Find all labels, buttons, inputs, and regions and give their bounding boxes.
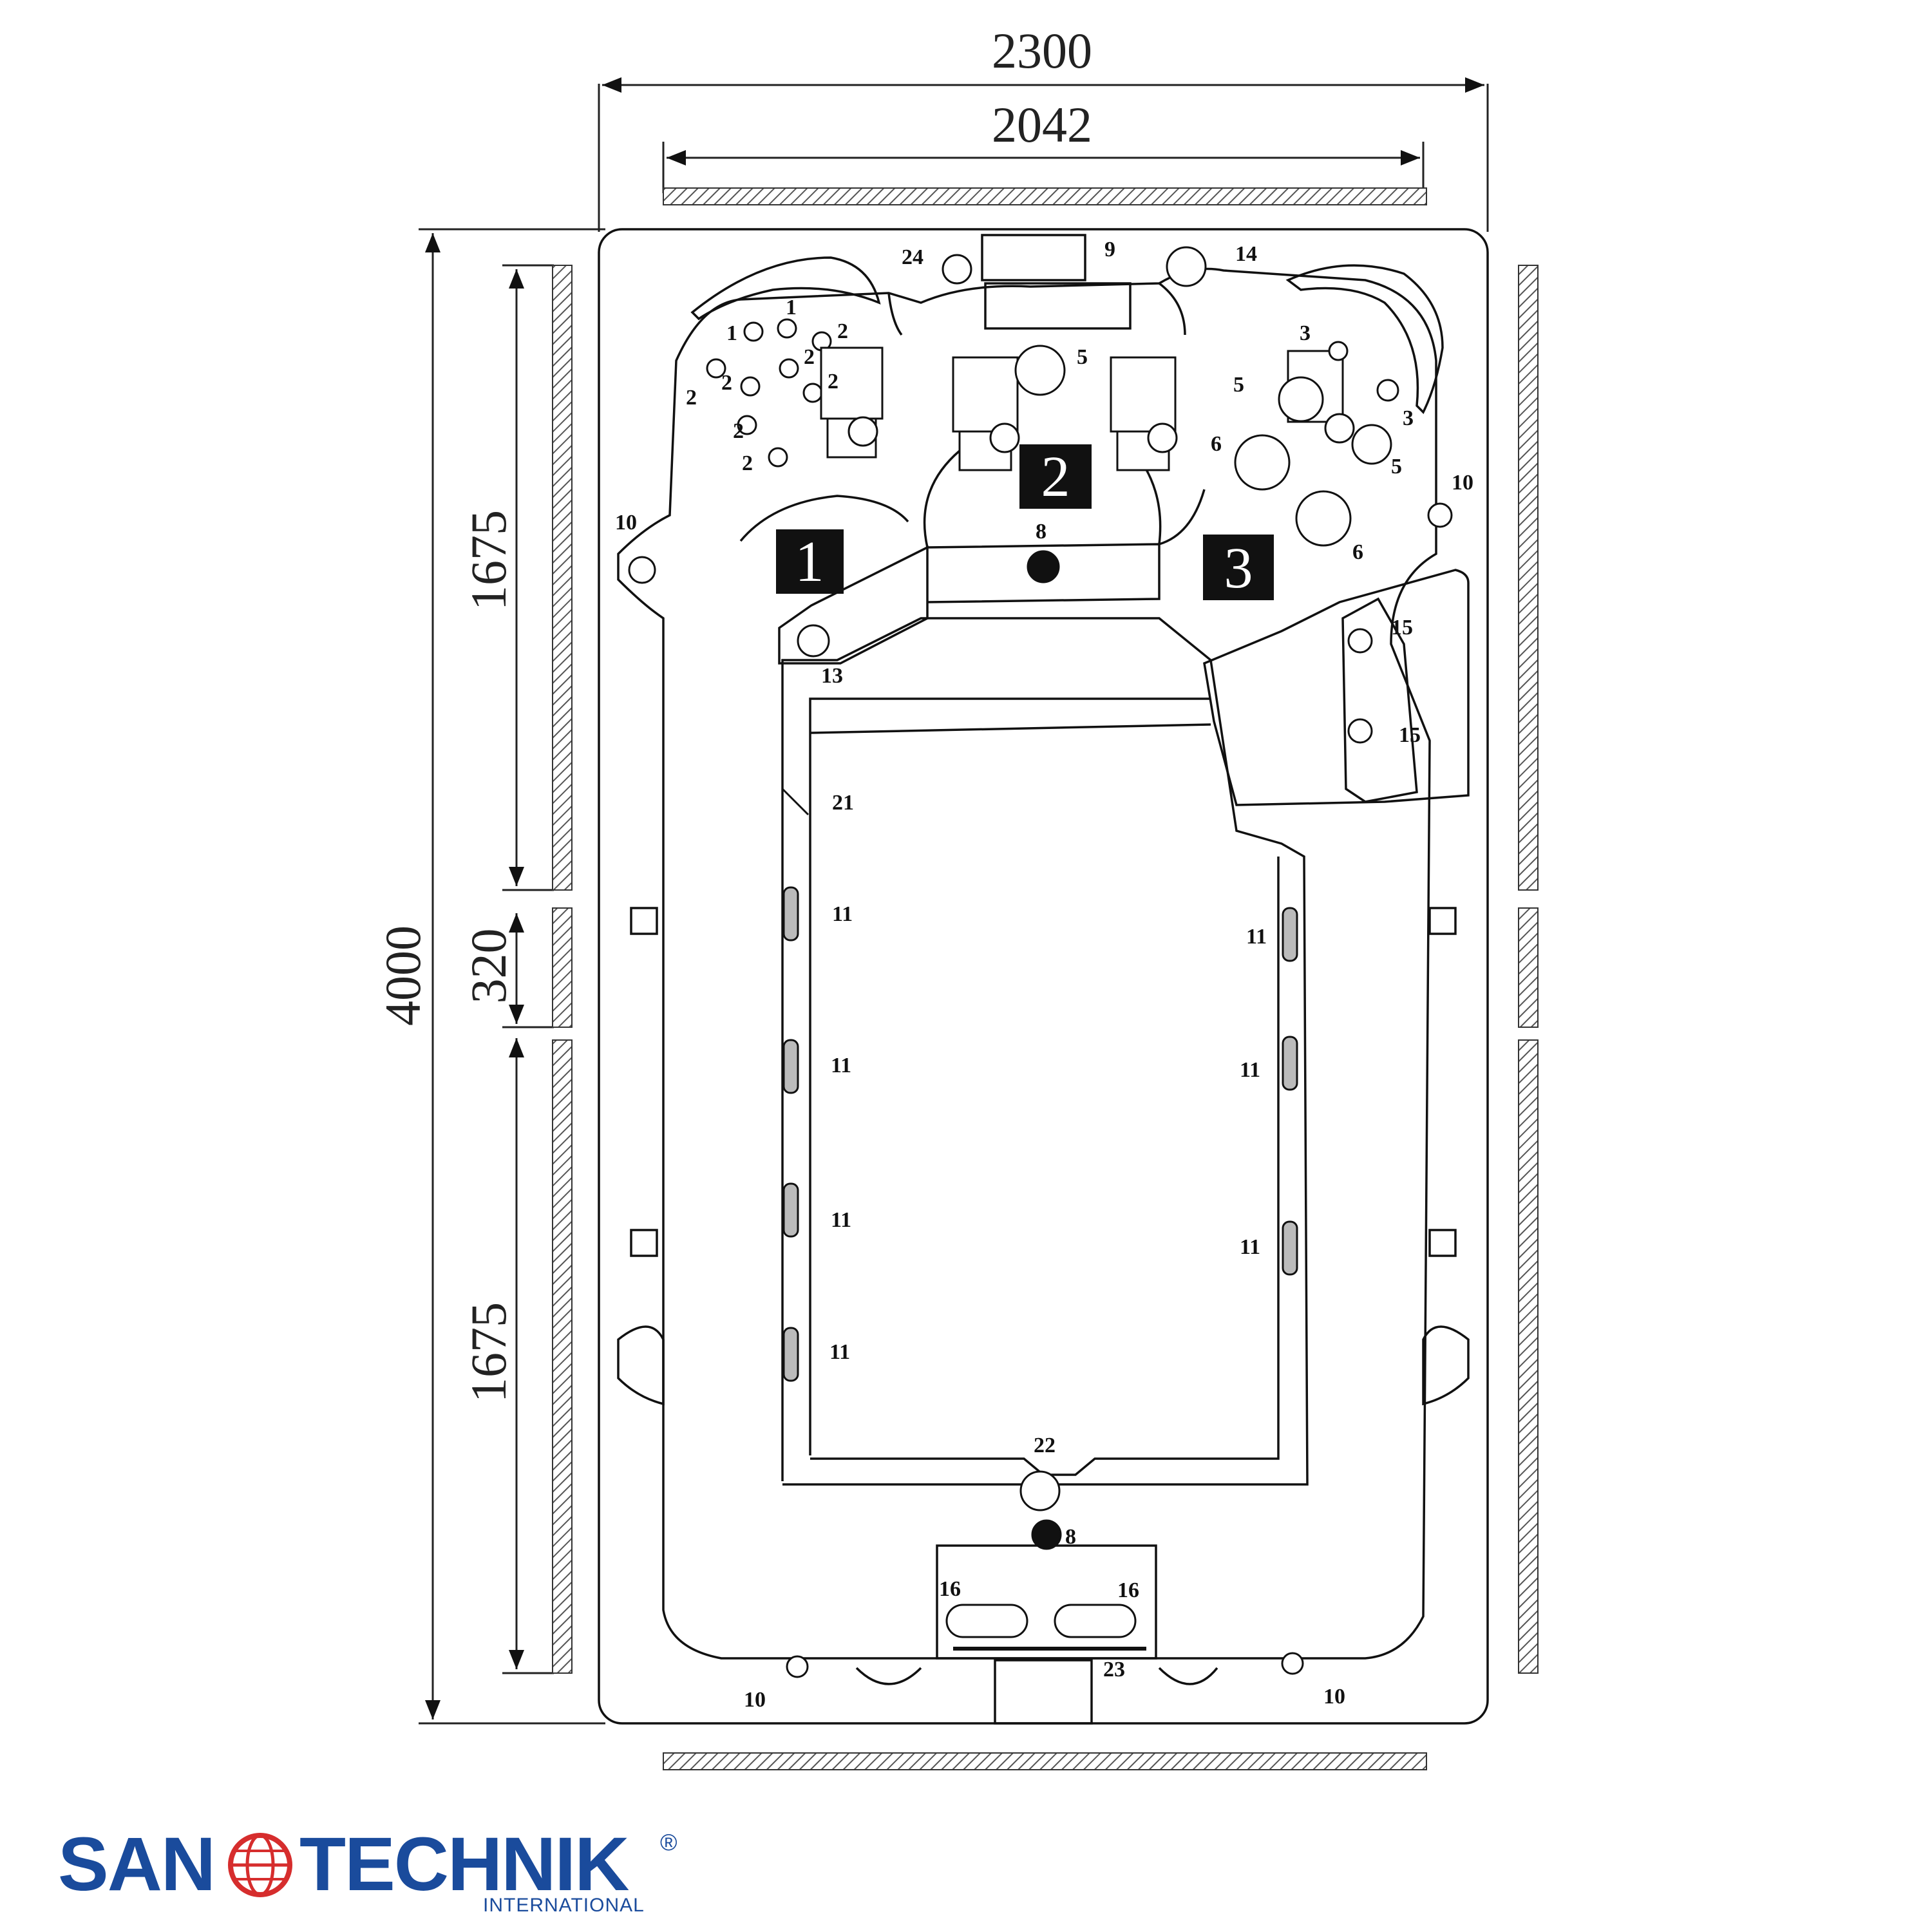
callout-5-c: 5	[1391, 455, 1402, 478]
fitting-top-left	[942, 254, 972, 285]
callout-1-b: 1	[726, 321, 737, 345]
callout-9: 9	[1104, 238, 1115, 261]
jet-22	[1019, 1470, 1061, 1511]
callout-2-d: 2	[721, 371, 732, 395]
zone-1-box	[776, 529, 844, 594]
callout-11-g: 11	[1240, 1235, 1260, 1259]
dim-section-gap: 320	[460, 929, 516, 1004]
jet-zone-3-small-2	[1328, 341, 1349, 361]
pump-zone-3	[1278, 350, 1355, 444]
callout-10-a: 10	[615, 511, 637, 535]
globe-icon	[228, 1833, 292, 1897]
callout-3-a: 3	[1300, 321, 1311, 345]
fitting-top-right	[1166, 246, 1207, 287]
pump-zone-2-right	[1110, 356, 1178, 471]
drain-top	[1027, 550, 1060, 583]
callout-2-a: 2	[837, 319, 848, 343]
dim-total-length: 4000	[375, 925, 431, 1026]
handle-21	[781, 788, 810, 816]
zone-2-label: 2	[1041, 445, 1070, 509]
callout-16-a: 16	[939, 1577, 961, 1601]
jet-13	[797, 624, 830, 658]
callout-10-b: 10	[1452, 471, 1473, 495]
dim-section-a: 1675	[460, 510, 516, 611]
callout-1-a: 1	[786, 296, 797, 319]
waterfall-16-right	[1054, 1604, 1137, 1638]
callout-6-a: 6	[1211, 432, 1222, 456]
callout-2-c: 2	[828, 370, 838, 393]
callout-2-g: 2	[742, 451, 753, 475]
callout-8-b: 8	[1065, 1525, 1076, 1549]
drain-bottom	[1031, 1519, 1062, 1550]
callout-11-b: 11	[831, 1054, 851, 1077]
zone-3-box	[1203, 535, 1274, 600]
callout-10-c: 10	[744, 1688, 766, 1712]
fitting-bottom-left	[786, 1655, 809, 1678]
brand-subtitle: INTERNATIONAL	[483, 1895, 645, 1916]
callout-numbers: 1 1 2 2 2 2 2 2 2 3 3 5 5 5 6 6 8 8 9 10…	[615, 238, 1473, 1712]
jet-zone-3-small	[1376, 379, 1399, 402]
zone-markers: 1 2 3	[776, 444, 1274, 600]
side-jets-11	[782, 886, 1298, 1382]
rotary-jet-top	[1014, 345, 1066, 396]
callout-2-e: 2	[686, 386, 697, 410]
fitting-right	[1427, 502, 1453, 528]
spa-shell	[598, 228, 1489, 1725]
callout-5-b: 5	[1233, 373, 1244, 397]
pump-zone-2-left	[952, 356, 1020, 471]
zone-1-label: 1	[795, 530, 824, 594]
callout-8-a: 8	[1036, 520, 1046, 544]
pump-zone-1	[820, 346, 884, 459]
brand-name-right: TECHNIK	[299, 1822, 629, 1907]
callout-13: 13	[821, 664, 843, 688]
callout-15-a: 15	[1391, 616, 1413, 639]
zone-3-label: 3	[1224, 536, 1253, 600]
callout-22: 22	[1034, 1434, 1056, 1457]
callout-5-a: 5	[1077, 345, 1088, 369]
brand-registered-mark: ®	[660, 1829, 678, 1855]
callout-6-b: 6	[1352, 540, 1363, 564]
waterfall-16-left	[945, 1604, 1028, 1638]
brand-logo: SAN TECHNIK ® INTERNATIONAL	[58, 1823, 702, 1919]
small-jet-cluster-zone-1	[706, 318, 832, 468]
callout-3-b: 3	[1403, 406, 1414, 430]
fitting-bottom-right	[1281, 1652, 1304, 1675]
dim-section-b: 1675	[460, 1302, 516, 1403]
rotary-jet-zone-3-a	[1234, 434, 1291, 491]
callout-24: 24	[902, 245, 923, 269]
callout-14: 14	[1235, 242, 1257, 266]
dim-inner-width: 2042	[992, 97, 1092, 153]
cushion-15b	[1347, 718, 1373, 744]
callout-11-a: 11	[832, 902, 853, 926]
spa-components	[628, 246, 1453, 1678]
callout-15-b: 15	[1399, 723, 1421, 747]
cushion-15a	[1347, 628, 1373, 654]
brand-name-left: SAN	[58, 1822, 216, 1907]
callout-11-c: 11	[831, 1208, 851, 1232]
callout-11-d: 11	[829, 1340, 850, 1364]
callout-23: 23	[1103, 1658, 1125, 1681]
fitting-left	[628, 556, 656, 584]
rotary-jet-zone-3-b	[1295, 490, 1352, 547]
callout-21: 21	[832, 791, 854, 815]
callout-10-d: 10	[1323, 1685, 1345, 1709]
callout-16-b: 16	[1117, 1578, 1139, 1602]
callout-2-b: 2	[804, 345, 815, 369]
dimension-lines	[419, 77, 1489, 1725]
callout-11-e: 11	[1246, 925, 1267, 949]
dim-total-width: 2300	[992, 23, 1092, 79]
rotary-jet-zone-3-c	[1351, 424, 1392, 465]
zone-2-box	[1019, 444, 1092, 509]
hatched-frame-bars	[552, 187, 1539, 1770]
callout-2-f: 2	[733, 419, 744, 443]
callout-11-f: 11	[1240, 1058, 1260, 1082]
dimension-labels: 2300 2042 4000 1675 320 1675	[375, 23, 1092, 1403]
